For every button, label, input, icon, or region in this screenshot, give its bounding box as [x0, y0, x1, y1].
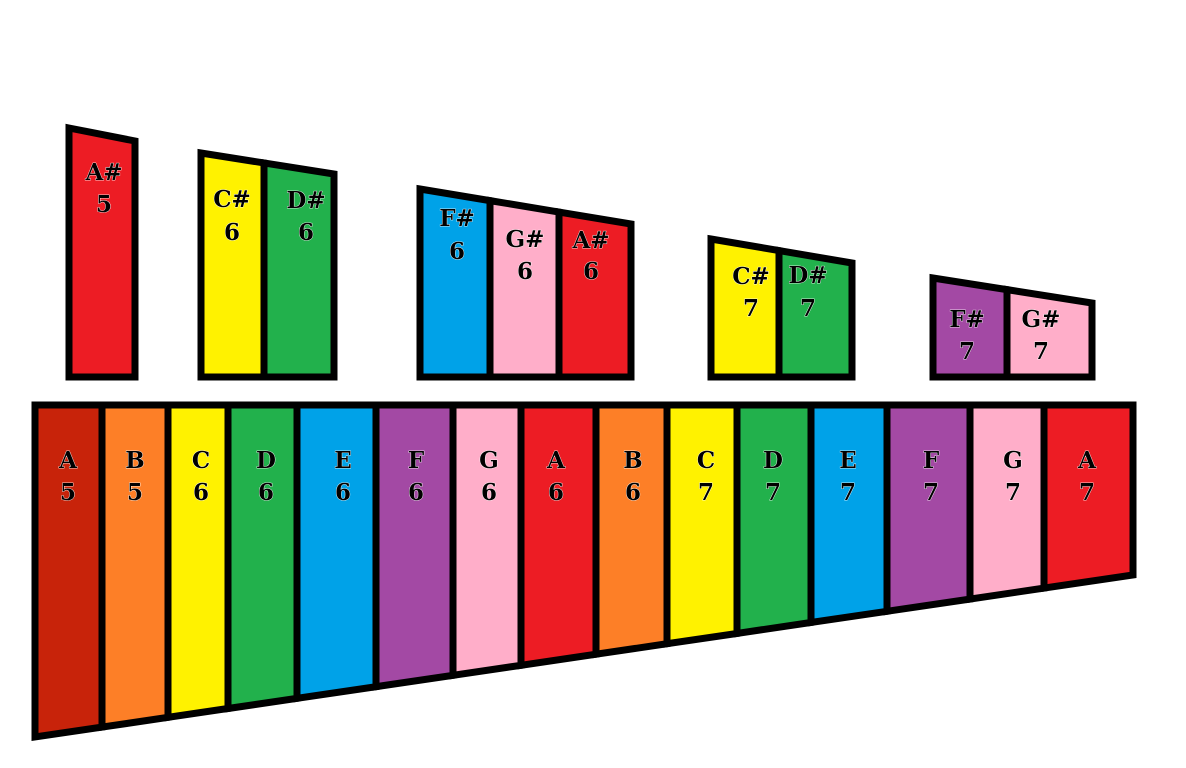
octave-label: 6	[408, 479, 424, 506]
natural-bar-body	[517, 401, 600, 670]
sharp-bar-g-sharp7[interactable]: G# 7	[1003, 285, 1096, 381]
note-label: E	[334, 447, 352, 474]
octave-label: 6	[224, 219, 240, 246]
natural-bar-f7[interactable]: F7	[883, 401, 974, 616]
note-label: F	[408, 447, 425, 474]
natural-bar-body	[1040, 401, 1137, 593]
natural-bar-a5[interactable]: A5	[31, 401, 106, 742]
note-label: B	[125, 447, 144, 474]
sharp-group-2: C# 6 D# 6	[197, 148, 338, 381]
natural-bar-c6[interactable]: C6	[164, 401, 232, 722]
natural-bar-e7[interactable]: E7	[807, 401, 891, 627]
note-label: B	[623, 447, 642, 474]
sharp-group-5: F# 7 G# 7	[929, 273, 1096, 381]
natural-bar-body	[449, 401, 525, 680]
octave-label: 7	[800, 295, 816, 322]
octave-label: 6	[625, 479, 641, 506]
natural-bar-body	[883, 401, 974, 616]
note-label: E	[839, 447, 857, 474]
note-label: C#	[213, 186, 251, 213]
sharp-group-4: C# 7 D# 7	[707, 234, 856, 381]
sharp-bar-c-sharp6[interactable]: C# 6	[197, 148, 268, 381]
note-label: A	[546, 447, 566, 474]
note-label: G	[479, 447, 499, 474]
sharp-group-1: A# 5	[65, 123, 139, 381]
note-label: C	[697, 447, 715, 474]
note-label: D	[256, 447, 276, 474]
natural-bar-body	[663, 401, 741, 648]
sharp-bar-body	[775, 246, 856, 381]
octave-label: 6	[449, 238, 465, 265]
natural-bar-e6[interactable]: E6	[293, 401, 380, 703]
octave-label: 6	[258, 479, 274, 506]
octave-label: 7	[1005, 479, 1021, 506]
octave-label: 6	[548, 479, 564, 506]
note-label: A	[1077, 447, 1097, 474]
octave-label: 5	[60, 479, 76, 506]
octave-label: 6	[517, 258, 533, 285]
sharp-bar-d-sharp6[interactable]: D# 6	[260, 158, 338, 381]
octave-label: 7	[698, 479, 714, 506]
note-label: D#	[286, 187, 325, 214]
sharp-bar-body	[1003, 285, 1096, 381]
octave-label: 5	[127, 479, 143, 506]
sharp-bar-f-sharp6[interactable]: F# 6	[416, 184, 494, 381]
note-label: A	[58, 447, 78, 474]
sharp-bar-a-sharp5[interactable]: A# 5	[65, 123, 139, 381]
natural-bar-b5[interactable]: B5	[98, 401, 172, 732]
note-label: G#	[1022, 306, 1061, 333]
octave-label: 6	[583, 258, 599, 285]
natural-bar-b6[interactable]: B6	[592, 401, 671, 659]
note-label: G	[1003, 447, 1023, 474]
natural-bar-g6[interactable]: G6	[449, 401, 525, 680]
natural-bar-c7[interactable]: C7	[663, 401, 741, 648]
note-label: A#	[571, 227, 609, 254]
note-label: D#	[788, 262, 827, 289]
natural-bar-g7[interactable]: G7	[966, 401, 1048, 604]
sharp-bar-body	[555, 207, 635, 381]
octave-label: 7	[765, 479, 781, 506]
note-label: F#	[949, 306, 985, 333]
natural-bar-a7[interactable]: A7	[1040, 401, 1137, 593]
sharp-bar-f-sharp7[interactable]: F# 7	[929, 273, 1011, 381]
sharp-bar-body	[260, 158, 338, 381]
note-label: C	[192, 447, 210, 474]
natural-bar-body	[592, 401, 671, 659]
octave-label: 6	[193, 479, 209, 506]
note-label: A#	[84, 159, 122, 186]
note-label: D	[763, 447, 783, 474]
octave-label: 7	[840, 479, 856, 506]
sharp-bar-body	[65, 123, 139, 381]
sharp-bar-c-sharp7[interactable]: C# 7	[707, 234, 783, 381]
sharp-bar-a-sharp6[interactable]: A# 6	[555, 207, 635, 381]
octave-label: 7	[923, 479, 939, 506]
natural-bar-d7[interactable]: D7	[733, 401, 815, 638]
octave-label: 5	[96, 191, 112, 218]
note-label: F	[923, 447, 940, 474]
octave-label: 7	[1033, 338, 1049, 365]
natural-bar-body	[733, 401, 815, 638]
octave-label: 6	[481, 479, 497, 506]
octave-label: 7	[743, 295, 759, 322]
octave-label: 6	[298, 219, 314, 246]
natural-bar-d6[interactable]: D6	[224, 401, 301, 713]
note-label: F#	[439, 205, 475, 232]
note-label: C#	[732, 263, 770, 290]
sharp-bar-g-sharp6[interactable]: G# 6	[486, 196, 563, 381]
natural-bar-body	[807, 401, 891, 627]
natural-bar-f6[interactable]: F6	[372, 401, 457, 691]
natural-bar-a6[interactable]: A6	[517, 401, 600, 670]
sharp-group-3: F# 6 G# 6 A# 6	[416, 184, 635, 381]
note-label: G#	[506, 226, 545, 253]
octave-label: 7	[1079, 479, 1095, 506]
sharp-bar-d-sharp7[interactable]: D# 7	[775, 246, 856, 381]
octave-label: 7	[959, 338, 975, 365]
octave-label: 6	[335, 479, 351, 506]
